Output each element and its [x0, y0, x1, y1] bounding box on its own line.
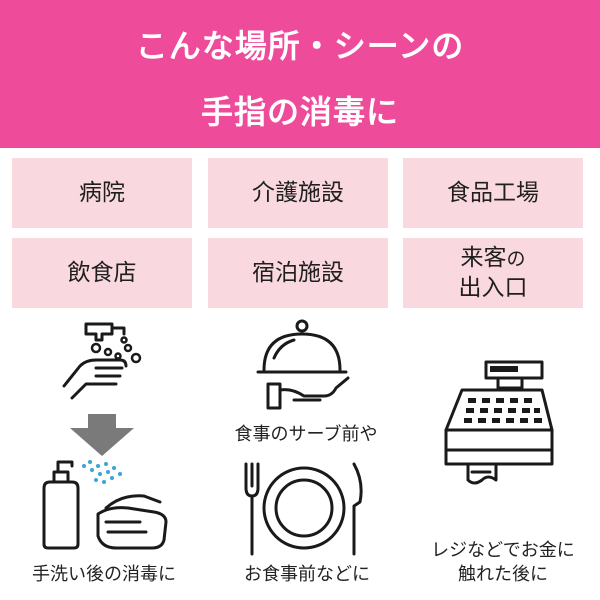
caption-register-line1: レジなどでお金に: [431, 540, 575, 561]
place-label: 食品工場: [447, 180, 539, 206]
place-label: 飲食店: [67, 260, 137, 286]
caption-before-meal: お食事前などに: [244, 564, 370, 585]
caption-register-line2: 触れた後に: [458, 564, 548, 585]
place-tile-lodging: 宿泊施設: [208, 238, 388, 308]
place-tile-food-factory: 食品工場: [403, 158, 583, 228]
place-tile-entrance: 来客の 出入口: [403, 238, 583, 308]
place-tile-care-facility: 介護施設: [208, 158, 388, 228]
down-arrow-icon: [70, 414, 134, 456]
header-title-line1: こんな場所・シーンの: [135, 27, 465, 65]
place-label: 病院: [79, 180, 125, 206]
cloche-serving-icon: [256, 319, 350, 410]
place-tile-restaurant: 飲食店: [12, 238, 192, 308]
place-label-line1: 来客の: [460, 244, 526, 271]
place-tile-hospital: 病院: [12, 158, 192, 228]
cash-register-icon: [444, 360, 554, 485]
hand-wash-icon: [62, 322, 142, 400]
place-label: 宿泊施設: [252, 260, 344, 286]
plate-cutlery-icon: [244, 462, 363, 556]
caption-serve: 食事のサーブ前や: [234, 424, 378, 445]
place-label-line2: 出入口: [458, 274, 528, 301]
header-title-line2: 手指の消毒に: [200, 93, 399, 131]
caption-hand-wash: 手洗い後の消毒に: [32, 564, 176, 585]
sanitizer-spray-icon: [42, 460, 168, 550]
place-label: 介護施設: [252, 180, 344, 206]
header-banner: こんな場所・シーンの 手指の消毒に: [0, 0, 600, 148]
